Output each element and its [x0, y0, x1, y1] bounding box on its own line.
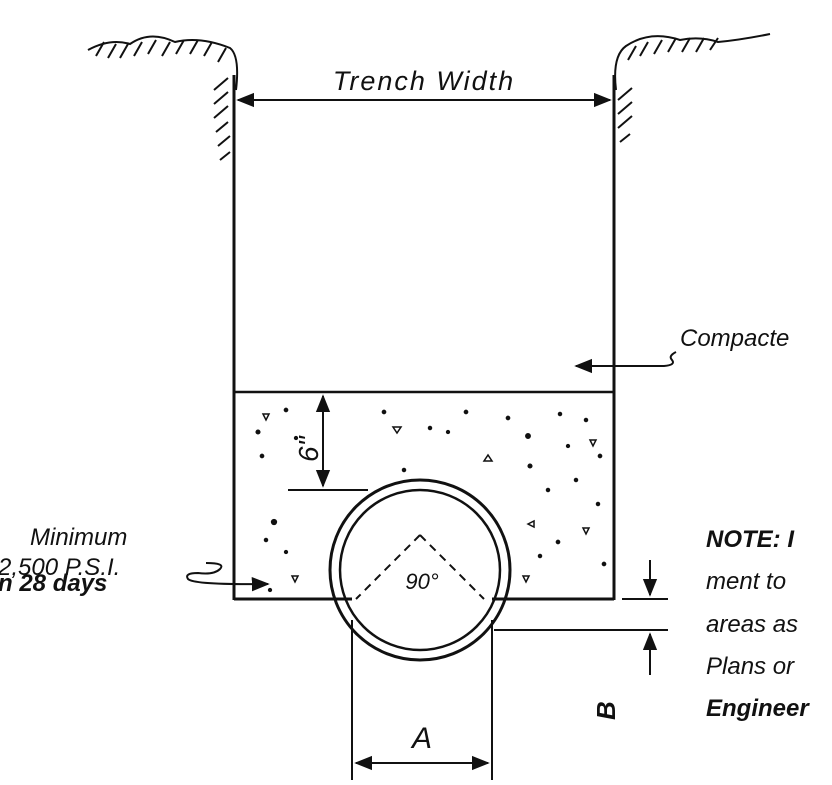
pipe: [328, 478, 512, 662]
left-note-line3: n 28 days: [0, 570, 107, 597]
right-note-line4: Plans or: [706, 653, 795, 680]
right-note-line2: ment to: [706, 568, 786, 595]
ground-hatch-right: [614, 33, 771, 143]
trench-width-label: Trench Width: [333, 66, 515, 96]
left-note-line1: Minimum: [30, 524, 127, 551]
bedding-angle: [355, 534, 485, 600]
six-inch-label: 6": [293, 435, 324, 462]
compacted-label: Compacte: [680, 325, 789, 352]
left-note-line2: 2,500 P.S.I.: [0, 554, 120, 581]
compacted-leader: [574, 351, 677, 374]
right-note-line1: NOTE: I: [706, 526, 795, 553]
dimension-b-label: B: [591, 701, 621, 720]
right-note-line5: Engineer: [706, 695, 810, 722]
dimension-b: [494, 560, 668, 675]
concrete-aggregate: [255, 407, 607, 593]
ground-hatch-left: [87, 35, 239, 161]
angle-label: 90°: [405, 569, 438, 594]
right-note-line3: areas as: [706, 611, 798, 638]
left-note-leader: [186, 562, 270, 592]
dimension-a-label: A: [410, 722, 432, 755]
dimension-a: [351, 620, 493, 780]
